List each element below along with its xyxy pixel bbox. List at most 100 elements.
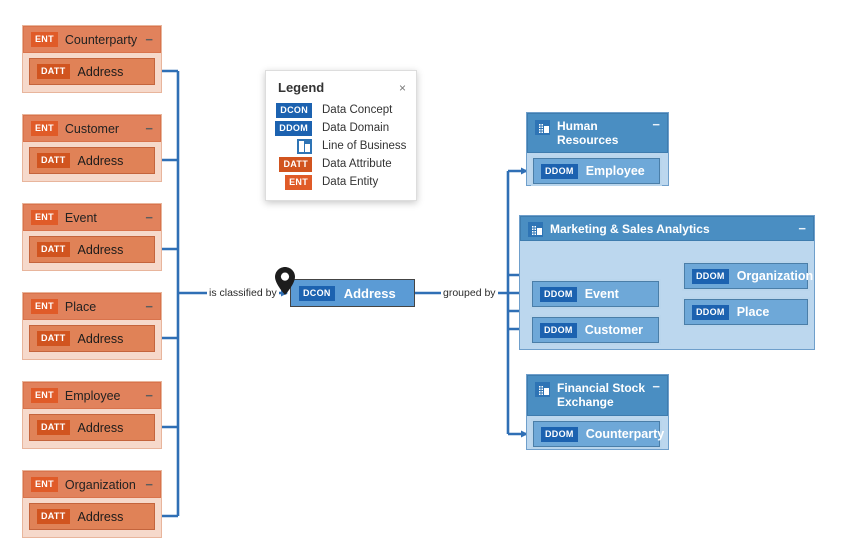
entity-card-customer[interactable]: ENT Customer − DATT Address <box>22 114 162 182</box>
legend-badge <box>278 138 312 154</box>
domain-node-event[interactable]: DDOM Event <box>532 281 659 307</box>
legend-item-data-domain: DDOM Data Domain <box>266 119 416 137</box>
attribute-title: Address <box>77 509 124 524</box>
domain-title: Organization <box>736 269 814 283</box>
concept-node-address[interactable]: DCON Address <box>290 279 415 307</box>
entity-header[interactable]: ENT Counterparty − <box>23 26 161 53</box>
entity-header[interactable]: ENT Place − <box>23 293 161 320</box>
collapse-icon[interactable]: − <box>145 476 153 492</box>
entity-header[interactable]: ENT Organization − <box>23 471 161 498</box>
domain-node-counterparty[interactable]: DDOM Counterparty <box>533 421 664 447</box>
legend-label: Data Concept <box>322 104 393 116</box>
legend-item-line-of-business: Line of Business <box>266 137 416 155</box>
legend-panel[interactable]: Legend × DCON Data Concept DDOM Data Dom… <box>265 70 417 201</box>
domain-title: Customer <box>584 323 644 337</box>
legend-badge: ENT <box>278 174 312 190</box>
lob-header[interactable]: Financial Stock Exchange − <box>527 375 668 416</box>
collapse-icon[interactable]: − <box>652 117 660 132</box>
ent-badge: ENT <box>31 299 58 314</box>
legend-badge: DATT <box>278 156 312 172</box>
attribute-row-address[interactable]: DATT Address <box>29 325 155 352</box>
entity-card-organization[interactable]: ENT Organization − DATT Address <box>22 470 162 538</box>
legend-label: Line of Business <box>322 140 407 152</box>
ent-badge: ENT <box>31 388 58 403</box>
attribute-title: Address <box>77 153 124 168</box>
domain-node-customer[interactable]: DDOM Customer <box>532 317 659 343</box>
entity-title: Event <box>64 210 97 225</box>
domain-node-employee[interactable]: DDOM Employee <box>533 158 660 184</box>
attribute-row-address[interactable]: DATT Address <box>29 147 155 174</box>
entity-header[interactable]: ENT Customer − <box>23 115 161 142</box>
lob-header[interactable]: Marketing & Sales Analytics − <box>520 216 814 241</box>
domain-node-organization[interactable]: DDOM Organization <box>684 263 813 289</box>
ddom-badge: DDOM <box>692 304 729 320</box>
dcon-badge: DCON <box>276 102 312 118</box>
lob-title: Marketing & Sales Analytics <box>550 222 710 236</box>
collapse-icon[interactable]: − <box>145 298 153 314</box>
dcon-badge: DCON <box>299 285 335 301</box>
collapse-icon[interactable]: − <box>145 120 153 136</box>
ent-badge: ENT <box>31 477 58 492</box>
edge-label-grouped-by: grouped by <box>441 287 498 299</box>
entity-header[interactable]: ENT Event − <box>23 204 161 231</box>
domain-title: Place <box>736 305 770 319</box>
line-of-business-icon <box>528 222 543 237</box>
location-pin-icon <box>272 266 298 296</box>
attribute-row-address[interactable]: DATT Address <box>29 58 155 85</box>
datt-badge: DATT <box>279 156 312 172</box>
datt-badge: DATT <box>37 331 70 346</box>
attribute-row-address[interactable]: DATT Address <box>29 503 155 530</box>
collapse-icon[interactable]: − <box>652 379 660 394</box>
ddom-badge: DDOM <box>541 163 578 179</box>
attribute-title: Address <box>77 64 124 79</box>
entity-title: Place <box>64 299 97 314</box>
close-icon[interactable]: × <box>398 80 406 95</box>
ent-badge: ENT <box>285 174 312 190</box>
collapse-icon[interactable]: − <box>145 387 153 403</box>
domain-node-place[interactable]: DDOM Place <box>684 299 808 325</box>
datt-badge: DATT <box>37 509 70 524</box>
entity-title: Counterparty <box>64 32 138 47</box>
collapse-icon[interactable]: − <box>145 31 153 47</box>
entity-card-event[interactable]: ENT Event − DATT Address <box>22 203 162 271</box>
lob-header[interactable]: Human Resources − <box>527 113 668 153</box>
datt-badge: DATT <box>37 64 70 79</box>
concept-title: Address <box>343 285 396 301</box>
legend-label: Data Domain <box>322 122 390 134</box>
lob-title: Human Resources <box>557 119 619 147</box>
entity-title: Organization <box>64 477 136 492</box>
ent-badge: ENT <box>31 210 58 225</box>
entity-card-place[interactable]: ENT Place − DATT Address <box>22 292 162 360</box>
ent-badge: ENT <box>31 32 58 47</box>
entity-title: Employee <box>64 388 121 403</box>
datt-badge: DATT <box>37 153 70 168</box>
legend-item-data-concept: DCON Data Concept <box>266 101 416 119</box>
lob-container-human-resources[interactable]: Human Resources − <box>526 112 669 186</box>
line-of-business-icon <box>535 120 550 135</box>
entity-header[interactable]: ENT Employee − <box>23 382 161 409</box>
domain-title: Counterparty <box>585 427 665 441</box>
entity-title: Customer <box>64 121 120 136</box>
ddom-badge: DDOM <box>540 286 577 302</box>
legend-header: Legend × <box>266 71 416 99</box>
entity-card-counterparty[interactable]: ENT Counterparty − DATT Address <box>22 25 162 93</box>
ddom-badge: DDOM <box>275 120 312 136</box>
lob-title: Financial Stock Exchange <box>557 381 646 409</box>
attribute-row-address[interactable]: DATT Address <box>29 236 155 263</box>
collapse-icon[interactable]: − <box>145 209 153 225</box>
ddom-badge: DDOM <box>692 268 729 284</box>
legend-label: Data Entity <box>322 176 379 188</box>
entity-card-employee[interactable]: ENT Employee − DATT Address <box>22 381 162 449</box>
attribute-row-address[interactable]: DATT Address <box>29 414 155 441</box>
line-of-business-icon <box>535 382 550 397</box>
legend-badge: DDOM <box>275 120 312 136</box>
line-of-business-icon <box>297 138 312 154</box>
attribute-title: Address <box>77 242 124 257</box>
legend-label: Data Attribute <box>322 158 392 170</box>
attribute-title: Address <box>77 420 124 435</box>
collapse-icon[interactable]: − <box>798 221 806 236</box>
edge-label-is-classified-by: is classified by <box>207 287 279 299</box>
datt-badge: DATT <box>37 242 70 257</box>
ent-badge: ENT <box>31 121 58 136</box>
